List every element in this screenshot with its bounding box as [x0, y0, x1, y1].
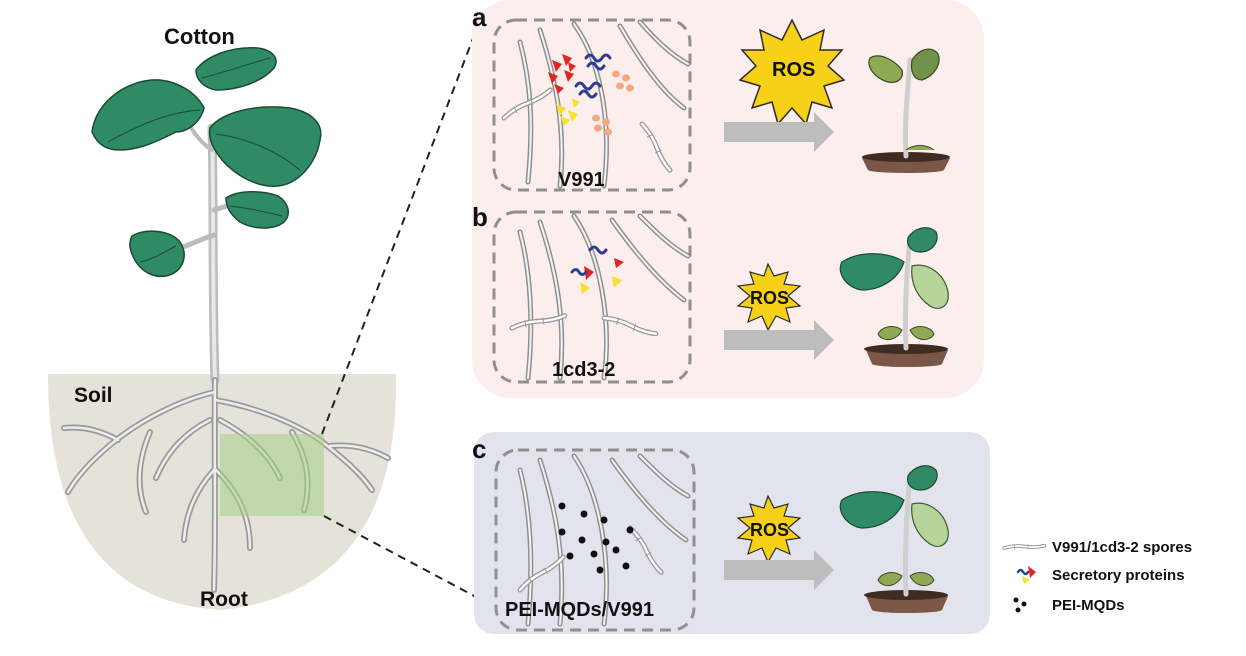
peach-particles [592, 70, 634, 136]
panel-a: a [472, 2, 950, 192]
panel-b: b [472, 202, 949, 384]
arrow-right [724, 320, 834, 360]
pei-mqd-dots-icon [1013, 597, 1027, 613]
zoom-line-top [321, 19, 481, 435]
panel-c: c [472, 434, 949, 632]
legend-label: V991/1cd3-2 spores [1052, 539, 1192, 556]
micro-view-box [492, 210, 692, 384]
spore-icon [1002, 542, 1047, 552]
micro-view-box [492, 18, 692, 192]
soil-label: Soil [74, 384, 113, 407]
ros-label: ROS [750, 288, 789, 308]
ros-label: ROS [750, 520, 789, 540]
root-zoom-box [220, 434, 324, 516]
panel-ab-background [472, 0, 984, 398]
healthy-cotton-plant [839, 465, 949, 613]
secretory-protein-icon [570, 245, 608, 276]
ros-label: ROS [772, 59, 815, 81]
zoom-line-bottom [323, 515, 479, 599]
cotton-leaves [91, 47, 322, 278]
ros-burst-large [738, 18, 846, 126]
strain-label: V991 [558, 169, 605, 191]
secretory-protein-icon [574, 53, 612, 99]
micro-view-box [494, 448, 696, 632]
panel-letter: a [472, 2, 487, 32]
root-hairs [517, 213, 691, 381]
pei-mqd-dots [558, 502, 634, 574]
root-hairs [517, 453, 691, 627]
strain-label: 1cd3-2 [552, 359, 615, 381]
arrow-right [724, 550, 834, 590]
arrow-right [724, 112, 834, 152]
root-label: Root [200, 588, 248, 611]
wilted-cotton-plant [862, 48, 950, 173]
legend-label: Secretory proteins [1052, 567, 1185, 584]
secretory-protein-icon [580, 258, 624, 294]
cotton-label: Cotton [164, 24, 235, 49]
panel-letter: c [472, 434, 486, 464]
cotton-plant: Cotton Soil Root [48, 19, 481, 611]
healthy-cotton-plant [839, 227, 949, 367]
secretory-protein-icon [1016, 566, 1036, 584]
panel-c-background [474, 432, 990, 634]
legend-item-spores: V991/1cd3-2 spores [1002, 539, 1192, 556]
legend: V991/1cd3-2 spores Secretory proteins PE… [1002, 539, 1192, 614]
panel-letter: b [472, 202, 488, 232]
legend-item-secretory-proteins: Secretory proteins [1016, 566, 1185, 584]
strain-label: PEI-MQDs/V991 [505, 599, 654, 621]
legend-item-pei-mqds: PEI-MQDs [1013, 597, 1125, 614]
legend-label: PEI-MQDs [1052, 597, 1125, 614]
secretory-protein-icon [548, 54, 580, 126]
